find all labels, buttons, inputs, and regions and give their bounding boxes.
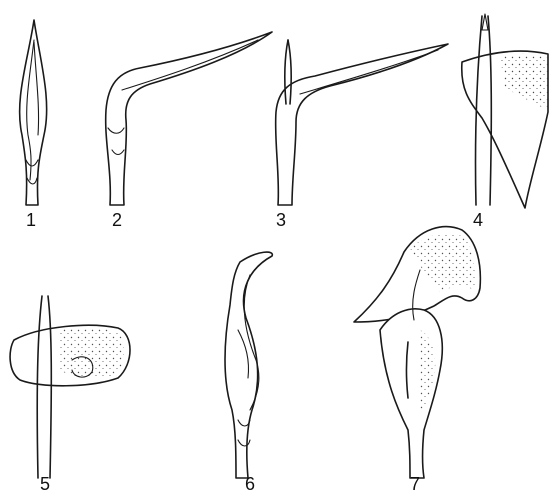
panel-label-1: 1 [26, 211, 36, 229]
panel-label-6: 6 [245, 475, 255, 493]
panel-label-2: 2 [112, 211, 122, 229]
panel-2-drawing [106, 32, 272, 205]
panel-1-drawing [20, 20, 47, 205]
panel-7-drawing [354, 227, 480, 478]
panel-label-4: 4 [473, 211, 483, 229]
panel-label-7: 7 [410, 475, 420, 493]
panel-label-3: 3 [276, 211, 286, 229]
panel-3-drawing [276, 40, 448, 205]
panel-4-drawing [462, 14, 548, 208]
panel-label-5: 5 [40, 475, 50, 493]
panel-6-drawing [225, 252, 272, 478]
panel-5-drawing [10, 296, 130, 478]
